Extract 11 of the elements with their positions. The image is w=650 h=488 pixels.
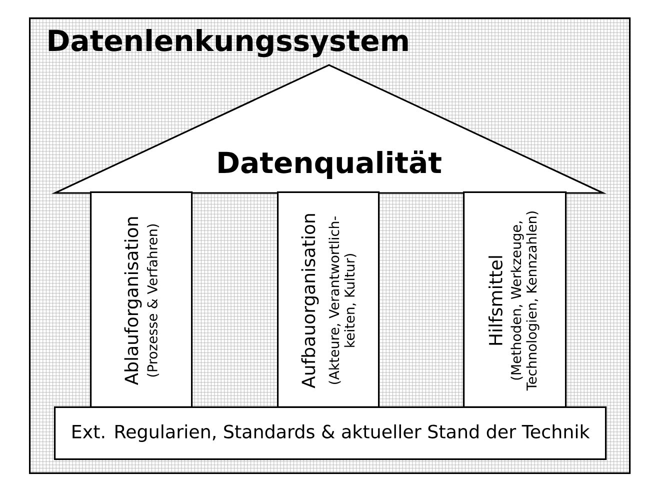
pillar-heading: Hilfsmittel <box>488 256 502 345</box>
pillar-heading: Aufbauorganisation <box>301 214 319 388</box>
frame-title: Datenlenkungssystem <box>48 28 408 58</box>
foundation-box: Ext. Regularien, Standards & aktueller Stand der Technik <box>54 406 607 460</box>
pillar-box <box>90 191 193 408</box>
pillar-box <box>277 191 380 408</box>
pillar-box <box>463 191 567 408</box>
pillar-description: (Methoden, Werkzeuge, Technologien, Kennzahlen) <box>510 212 540 391</box>
pillar-description: (Prozesse & Verfahren) <box>146 224 160 377</box>
pillar-heading: Ablauforganisation <box>124 217 142 386</box>
pillar-description: (Akteure, Verantwortlich- keiten, Kultur) <box>328 216 356 384</box>
